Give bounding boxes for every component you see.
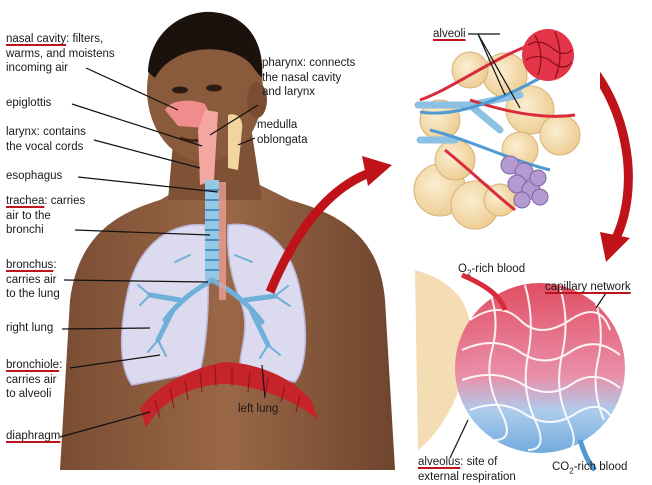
label-esophagus: esophagus [6,169,62,184]
alveoli-term: alveoli [433,28,466,40]
nasal-cavity-desc3: incoming air [6,61,115,76]
label-trachea: trachea: carries air to the bronchi [6,194,85,238]
capillary-network-illustration [415,270,625,470]
bronchiole-desc1: : [59,359,62,371]
torso [60,180,395,470]
label-larynx: larynx: contains the vocal cords [6,125,86,154]
pharynx-line2: the nasal cavity [262,71,355,86]
label-diaphragm: diaphragm [6,429,60,444]
co2-prefix: CO [552,461,569,473]
esophagus-shape [219,182,226,300]
label-right-lung: right lung [6,321,53,336]
eye-right [206,85,222,92]
nasal-cavity-desc1: : filters, [66,33,103,45]
bronchus-desc3: to the lung [6,287,60,302]
medulla-line2: oblongata [257,133,308,148]
bronchus-term: bronchus [6,259,53,271]
alveolus-desc1: : site of [460,456,497,468]
larynx-line1: larynx: contains [6,125,86,140]
pharynx-line3: and larynx [262,85,355,100]
bronchiole-term: bronchiole [6,359,59,371]
label-alveoli: alveoli [433,27,466,42]
arrow-to-alveoli-head [362,156,392,186]
label-bronchiole: bronchiole: carries air to alveoli [6,358,62,402]
label-left-lung: left lung [238,402,278,417]
trachea-term: trachea [6,195,44,207]
capillary-network-term: capillary network [545,281,631,293]
trachea-desc2: air to the [6,209,85,224]
o2-prefix: O [458,263,467,275]
pharynx-line1: pharynx: connects [262,56,355,71]
nasal-cavity-desc2: warms, and moistens [6,47,115,62]
alveolus-term: alveolus [418,456,460,468]
eye-left [172,87,188,94]
arrow-to-capillaries-head [600,232,630,262]
capillary-ball-small [522,29,574,81]
label-nasal-cavity: nasal cavity: filters, warms, and moiste… [6,32,115,76]
bronchiole-desc3: to alveoli [6,387,62,402]
label-medulla: medulla oblongata [257,118,308,147]
o2-suffix: -rich blood [471,263,525,275]
co2-suffix: -rich blood [574,461,628,473]
label-o2-rich-blood: O2-rich blood [458,262,525,281]
bronchus-desc1: : [53,259,56,271]
bronchus-desc2: carries air [6,273,60,288]
label-co2-rich-blood: CO2-rich blood [552,460,627,479]
label-pharynx: pharynx: connects the nasal cavity and l… [262,56,355,100]
trachea-desc3: bronchi [6,223,85,238]
label-epiglottis: epiglottis [6,96,51,111]
alveolus-desc2: external respiration [418,470,516,485]
alveoli-cluster-illustration [414,20,600,245]
medulla-line1: medulla [257,118,308,133]
trachea-desc1: : carries [44,195,85,207]
larynx-line2: the vocal cords [6,140,86,155]
label-bronchus: bronchus: carries air to the lung [6,258,60,302]
label-capillary-network: capillary network [545,280,631,295]
bronchiole-desc2: carries air [6,373,62,388]
label-alveolus: alveolus: site of external respiration [418,455,516,484]
nasal-cavity-term: nasal cavity [6,33,66,45]
diaphragm-term: diaphragm [6,430,60,442]
